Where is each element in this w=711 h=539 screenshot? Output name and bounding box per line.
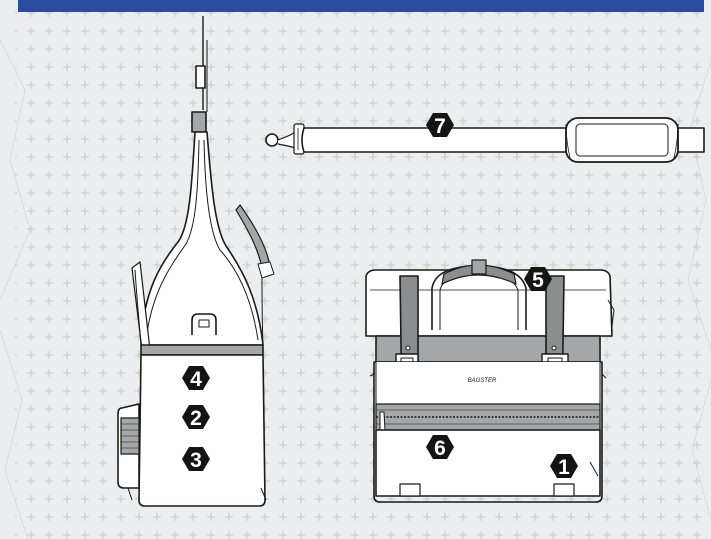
- brand-logo-text: BAGSTER: [468, 378, 497, 384]
- svg-text:4: 4: [190, 368, 202, 391]
- callout-badges: 4 2 3 5 6 1 7: [182, 113, 578, 479]
- bag-side-view: [117, 16, 275, 507]
- badge-4: 4: [182, 366, 210, 391]
- badge-5: 5: [524, 267, 552, 292]
- svg-text:5: 5: [532, 269, 544, 292]
- badge-6: 6: [426, 435, 454, 460]
- shoulder-strap: [265, 117, 705, 163]
- svg-text:2: 2: [190, 407, 202, 430]
- badge-7: 7: [426, 113, 454, 138]
- badge-1: 1: [550, 454, 578, 479]
- badge-3: 3: [182, 447, 210, 472]
- svg-text:3: 3: [190, 449, 202, 472]
- svg-text:7: 7: [434, 115, 446, 138]
- badge-2: 2: [182, 405, 210, 430]
- svg-text:1: 1: [558, 456, 570, 479]
- svg-text:6: 6: [434, 437, 446, 460]
- top-bar: [18, 0, 704, 12]
